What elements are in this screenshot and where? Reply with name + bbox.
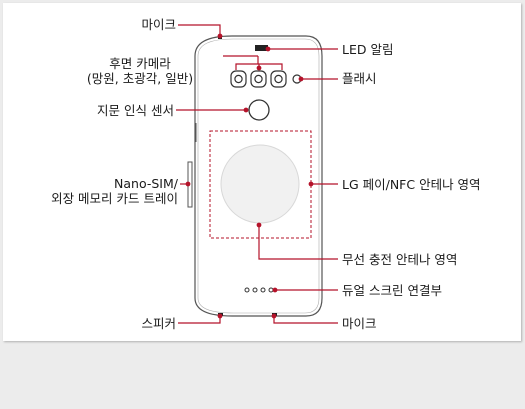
label-dual-screen: 듀얼 스크린 연결부 <box>342 283 442 298</box>
led-indicator-icon <box>255 45 268 51</box>
fingerprint-sensor-icon <box>248 99 270 121</box>
rear-camera-icon <box>230 70 287 88</box>
label-sim-line2: 외장 메모리 카드 트레이 <box>51 191 178 206</box>
label-rear-camera: 후면 카메라 (망원, 초광각, 일반) <box>60 56 220 86</box>
dual-screen-connector-icon <box>244 287 274 293</box>
label-speaker: 스피커 <box>141 316 176 331</box>
label-fingerprint: 지문 인식 센서 <box>97 103 174 118</box>
label-nfc-antenna: LG 페이/NFC 안테나 영역 <box>342 177 481 192</box>
label-flash: 플래시 <box>342 71 377 86</box>
label-mic-bottom: 마이크 <box>342 316 377 331</box>
label-rear-camera-line1: 후면 카메라 <box>109 56 171 71</box>
label-sim-tray: Nano-SIM/ 외장 메모리 카드 트레이 <box>10 176 178 206</box>
phone-body-inner <box>197 38 320 314</box>
callout-lines <box>176 24 338 324</box>
label-sim-line1: Nano-SIM/ <box>114 176 178 191</box>
label-led: LED 알림 <box>342 42 394 57</box>
label-wireless-antenna: 무선 충전 안테나 영역 <box>342 252 458 267</box>
phone-body <box>194 35 323 317</box>
label-mic-top: 마이크 <box>141 17 176 32</box>
nfc-antenna-area <box>209 130 312 239</box>
label-rear-camera-line2: (망원, 초광각, 일반) <box>86 71 194 86</box>
wireless-charging-area <box>220 144 300 224</box>
